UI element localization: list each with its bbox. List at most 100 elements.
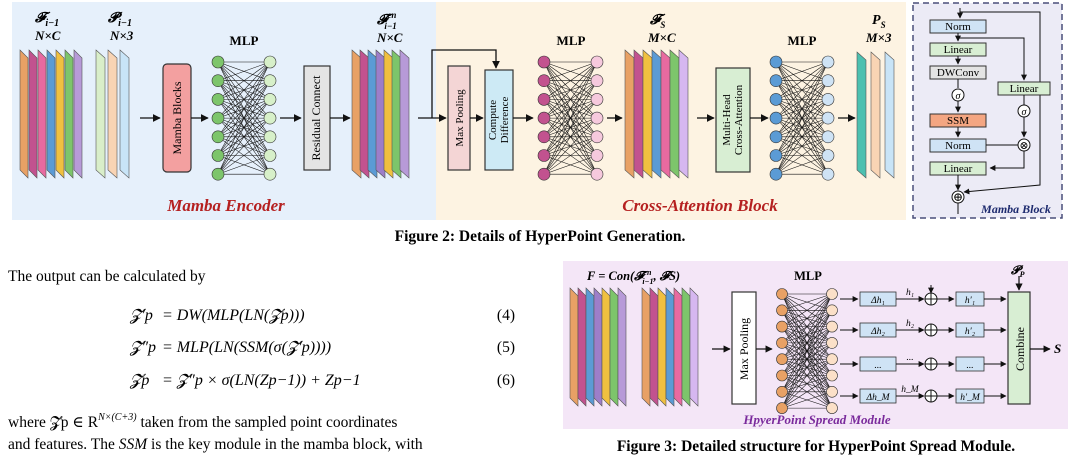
- fs-layer: [660, 49, 671, 179]
- mlp-node: [769, 167, 783, 181]
- mlp-node: [590, 167, 604, 181]
- delta-label: Δh₁: [870, 296, 885, 306]
- mlp-node: [821, 55, 835, 69]
- mlp-edge: [781, 293, 833, 392]
- max-pooling-label: Max Pooling: [454, 89, 466, 147]
- mlp-node: [590, 111, 604, 125]
- f-in-dim: N×C: [34, 28, 61, 43]
- f-en-layer: [351, 49, 362, 179]
- mlp-edge: [781, 342, 833, 409]
- eq5-lhs: 𝓩″p: [129, 339, 156, 356]
- encoded-feature-stack: [351, 49, 410, 179]
- mha-box: [715, 67, 751, 173]
- mlp-edge: [775, 99, 829, 175]
- mlp-edge: [217, 99, 271, 175]
- mlp-edge: [543, 99, 598, 175]
- mlp-node: [769, 93, 783, 106]
- p-in-layer: [95, 49, 106, 179]
- mlp-edge: [543, 155, 598, 175]
- mlp-node: [211, 149, 225, 162]
- f-en-layer: [399, 49, 410, 179]
- fig3-stack-a: [569, 287, 627, 407]
- mlp-edge: [543, 61, 598, 175]
- f-en-layer: [367, 49, 378, 179]
- mlp-node: [537, 167, 551, 181]
- figure2-caption: Figure 2: Details of HyperPoint Generati…: [395, 228, 686, 245]
- mlp-node: [590, 93, 604, 106]
- mlp-edge: [217, 61, 271, 81]
- mlp-edge: [217, 117, 271, 175]
- s-out-label: S: [1054, 341, 1061, 356]
- mlp-node: [776, 353, 788, 366]
- mlp-edge: [217, 155, 271, 175]
- f-en-layer: [359, 49, 370, 179]
- mb-linear-side-label: Linear: [1010, 83, 1039, 95]
- compute-difference-label: ComputeDifference: [487, 96, 511, 143]
- mlp-node: [826, 402, 838, 414]
- mlp-node: [263, 149, 277, 162]
- mlp-edge: [543, 136, 598, 175]
- compute-difference-box: [484, 69, 514, 171]
- mlp-node: [826, 320, 838, 333]
- eq5-rhs: = MLP(LN(SSM(σ(𝓩′p)))): [162, 339, 331, 356]
- mlp-node: [537, 149, 551, 162]
- mlp-node: [821, 130, 835, 144]
- p-in-layer: [107, 49, 118, 179]
- fs-layer: [624, 49, 635, 179]
- fig3-b-layer: [689, 287, 699, 407]
- fig3-max-pooling-label: Max Pooling: [737, 318, 751, 380]
- mlp-edge: [781, 375, 833, 409]
- eq6-num: (6): [497, 372, 515, 389]
- fs-layer: [678, 49, 689, 179]
- eq5-num: (5): [497, 339, 515, 356]
- mlp-node: [211, 111, 225, 125]
- mlp-edge: [781, 359, 833, 409]
- mlp-edge: [781, 293, 833, 344]
- mlp-edge: [781, 293, 833, 311]
- mlp-edge: [543, 61, 598, 100]
- mlp-edge: [217, 61, 271, 119]
- fs-layer: [651, 49, 662, 179]
- fig3-a-layer: [577, 287, 587, 407]
- f-in-layer: [55, 49, 65, 179]
- mlp-edge: [217, 80, 271, 175]
- mb-dwconv-label: DWConv: [937, 67, 980, 79]
- hprime-label: h′_M: [960, 393, 981, 403]
- fig3-a-layer: [569, 287, 579, 407]
- mamba-block-diagram: Norm Linear DWConv σ SSM Norm ⊗ Linear ⊕…: [929, 8, 1051, 214]
- fig3-b-layer: [641, 287, 651, 407]
- f-in-layer: [73, 49, 83, 179]
- mlp-node: [537, 111, 551, 125]
- eq4-num: (4): [497, 307, 515, 324]
- mlp-edge: [543, 80, 598, 175]
- mlp-edge: [775, 61, 829, 175]
- f-in-layer: [37, 49, 47, 179]
- mlp-node: [776, 304, 788, 317]
- mlp-node: [263, 111, 277, 125]
- fs-feature-stack: [624, 49, 689, 179]
- fig3-b-layer: [681, 287, 691, 407]
- cross-attention-title: Cross-Attention Block: [622, 196, 778, 215]
- mlp-edge: [543, 61, 598, 156]
- mamba-encoder-title: Mamba Encoder: [166, 196, 285, 215]
- mb-ssm-label: SSM: [947, 115, 969, 127]
- mlp-edge: [217, 61, 271, 100]
- fig3-a-layer: [593, 287, 603, 407]
- mlp-node: [263, 74, 277, 87]
- fig3-max-pooling-box: [731, 291, 757, 405]
- intro-text: The output can be calculated by: [8, 268, 206, 285]
- fig3-b-layer: [665, 287, 675, 407]
- fig3-stack-b: [641, 287, 699, 407]
- mb-sigma2: σ: [1022, 107, 1028, 118]
- mb-norm2-label: Norm: [945, 140, 971, 152]
- figure3-caption: Figure 3: Detailed structure for HyperPo…: [617, 438, 1015, 455]
- mlp-node: [769, 149, 783, 162]
- fig3-mlp-label: MLP: [794, 269, 822, 283]
- fig3-b-layer: [657, 287, 667, 407]
- mlp-edge: [781, 293, 833, 376]
- mamba-block-title: Mamba Block: [980, 202, 1051, 216]
- mlp-node: [826, 304, 838, 317]
- mlp-node: [826, 385, 838, 398]
